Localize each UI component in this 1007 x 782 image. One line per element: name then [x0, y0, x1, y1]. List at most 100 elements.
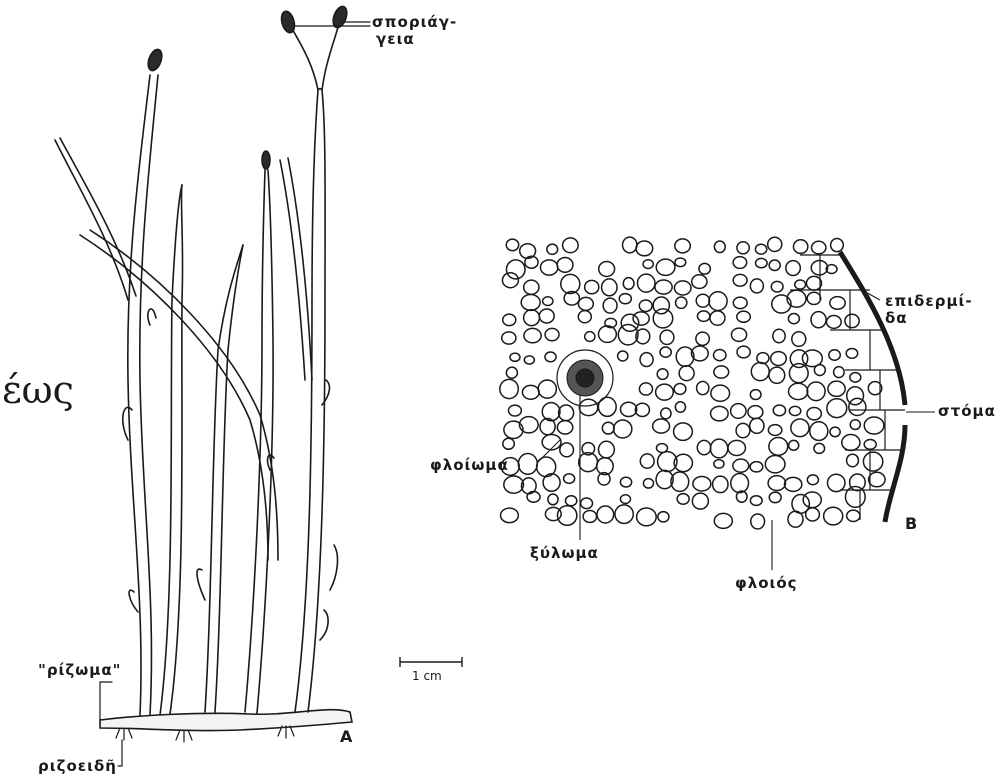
cortex-cell — [500, 379, 518, 398]
cortex-cell — [674, 384, 686, 395]
cortex-cell — [518, 454, 537, 475]
cortex-cell — [633, 312, 649, 325]
cortex-cell — [615, 505, 633, 523]
cortex-cell — [850, 373, 861, 382]
cortex-cell — [676, 297, 687, 308]
cortex-cell — [619, 294, 631, 304]
cortex-cell — [807, 408, 821, 420]
rhizome-shape — [100, 710, 352, 731]
cortex-cell — [748, 406, 763, 419]
cortex-cell — [692, 275, 707, 289]
cortex-cell — [696, 294, 709, 307]
cortex-cell — [812, 241, 826, 254]
cortex-cell — [539, 309, 554, 323]
cortex-cell — [789, 364, 808, 383]
cortex-cell — [842, 435, 860, 451]
cortex-cell — [768, 476, 785, 491]
cortex-cell — [850, 474, 866, 491]
cortex-cell — [736, 423, 750, 437]
cortex-cell — [845, 314, 859, 327]
text-fragment: έως — [2, 382, 74, 399]
cortex-cell — [598, 326, 616, 343]
cortex-cell — [769, 492, 781, 503]
cortex-cell — [755, 244, 766, 254]
sporangia-label: σποριάγ- γεια — [372, 14, 457, 48]
cortex-cell — [635, 403, 649, 416]
cortex-cell — [828, 381, 845, 396]
cortex-cell — [829, 350, 840, 360]
cortex-cell — [503, 438, 515, 449]
cortex-cell — [807, 382, 825, 401]
cortex-cell — [508, 405, 521, 416]
cortex-cell — [510, 353, 520, 361]
cortex-cell — [772, 295, 791, 313]
cortex-cell — [793, 240, 807, 254]
cortex-cell — [637, 508, 657, 526]
cortex-cell — [543, 297, 553, 306]
cortex-cell — [658, 512, 669, 522]
cortex-cell — [643, 260, 653, 269]
cortex-cell — [618, 351, 628, 361]
cortex-cell — [814, 365, 825, 376]
cortex-cell — [731, 404, 746, 419]
cortex-cell — [636, 241, 653, 256]
cortex-cell — [675, 258, 686, 267]
cortex-cell — [751, 362, 769, 380]
cortex-cell — [693, 477, 711, 491]
cortex-cell — [620, 477, 631, 487]
panel-a-label: A — [340, 728, 353, 745]
cortex-cell — [506, 239, 518, 251]
cortex-cell — [709, 292, 727, 311]
cortex-cell — [713, 476, 728, 492]
cortex-cell — [714, 460, 724, 469]
phloem-label: φλοίωμα — [430, 457, 509, 474]
epidermis-label-line1: επιδερμί- — [885, 293, 973, 310]
cortex-cell — [791, 419, 809, 437]
cortex-cell — [602, 279, 617, 296]
cortex-cell — [502, 273, 518, 288]
cortex-cell — [847, 454, 859, 467]
cortex-cell — [824, 507, 843, 525]
cortex-cell — [639, 383, 652, 395]
cortex-cell — [769, 367, 785, 383]
cortex-cell — [751, 514, 765, 529]
cortex-cell — [731, 328, 746, 341]
cortex-cell — [849, 398, 866, 415]
cortex-cell — [585, 332, 595, 342]
cortex-cell — [504, 476, 524, 493]
cortex-cell — [771, 281, 783, 292]
cortex-cell — [623, 278, 634, 290]
cortex-cell — [827, 474, 844, 491]
panel-b-label: B — [905, 515, 918, 532]
cortex-cell — [524, 310, 540, 326]
cortex-cell — [524, 280, 539, 294]
cortex-cell — [614, 420, 632, 438]
sporangia-label-line2: γεια — [376, 31, 457, 48]
cortex-cell — [846, 348, 857, 358]
cortex-cell — [731, 474, 749, 493]
cortex-cell — [524, 356, 534, 364]
cortex-cell — [750, 418, 764, 433]
cortex-cell — [710, 439, 727, 458]
cortex-cell — [557, 421, 572, 434]
cortex-cell — [773, 405, 785, 416]
cortex-cell — [810, 422, 828, 441]
cortex-cell — [540, 260, 557, 275]
cortex-cell — [847, 510, 860, 521]
cortex-cell — [750, 279, 763, 293]
plant-illustration — [55, 5, 370, 766]
cortex-cell — [640, 353, 653, 367]
cortex-cell — [714, 513, 732, 528]
xylem-label: ξύλωμα — [530, 545, 599, 562]
cortex-cell — [699, 263, 710, 274]
cortex-cell — [527, 492, 540, 503]
cortex-cell — [578, 311, 591, 323]
cortex-cell — [548, 494, 558, 505]
cortex-cell — [773, 329, 785, 342]
cortex-cell — [598, 397, 616, 416]
rhizoids-label: ριζοειδῆ — [38, 758, 117, 775]
cortex-cell — [655, 280, 672, 294]
rhizome-label: "ρίζωμα" — [38, 662, 121, 679]
scale-bar — [400, 657, 462, 667]
cortex-cell — [792, 332, 806, 347]
